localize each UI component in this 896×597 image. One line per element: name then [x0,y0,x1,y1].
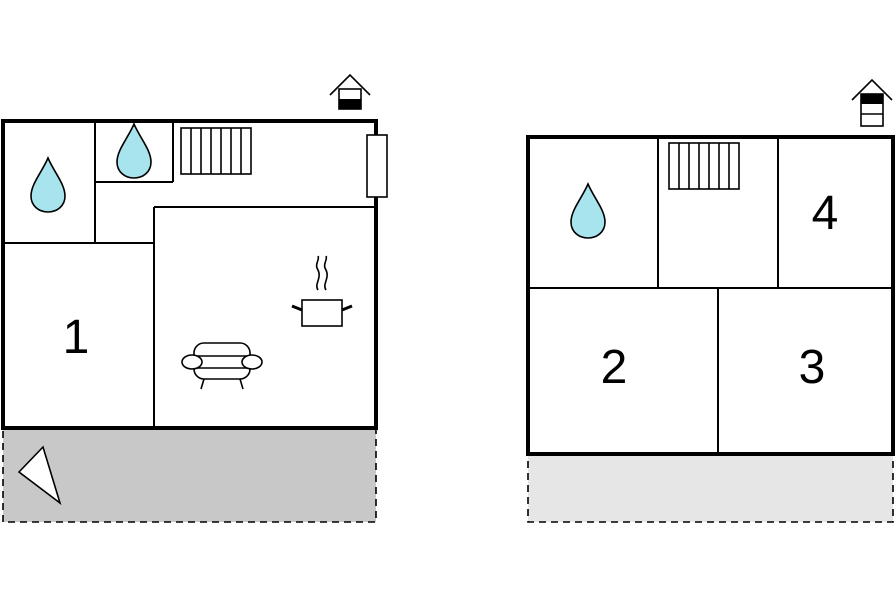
room-label: 1 [63,311,90,364]
floor-plan-ground: 1 [1,73,388,523]
water-drop-icon [30,157,66,213]
terrace-ground [2,427,377,523]
sofa-icon [181,342,263,390]
room-label: 4 [812,187,839,240]
terrace-upper [527,453,894,523]
house-level-icon [329,73,371,110]
cooking-pot-icon [291,255,353,327]
house-level-icon [851,78,893,127]
floor-plan-upper: 2 3 4 [526,78,895,523]
room-label: 2 [601,341,628,394]
outer-wall-ground [1,119,378,430]
water-drop-icon [570,183,606,239]
water-drop-icon [116,123,152,179]
radiator-icon [668,142,740,190]
room-label: 3 [799,341,826,394]
inner-walls-ground [3,121,376,428]
window-icon [366,134,388,198]
radiator-icon [180,127,252,175]
outer-wall-upper [526,135,895,456]
compass-arrow-icon [17,445,62,506]
inner-walls-upper [528,137,893,454]
